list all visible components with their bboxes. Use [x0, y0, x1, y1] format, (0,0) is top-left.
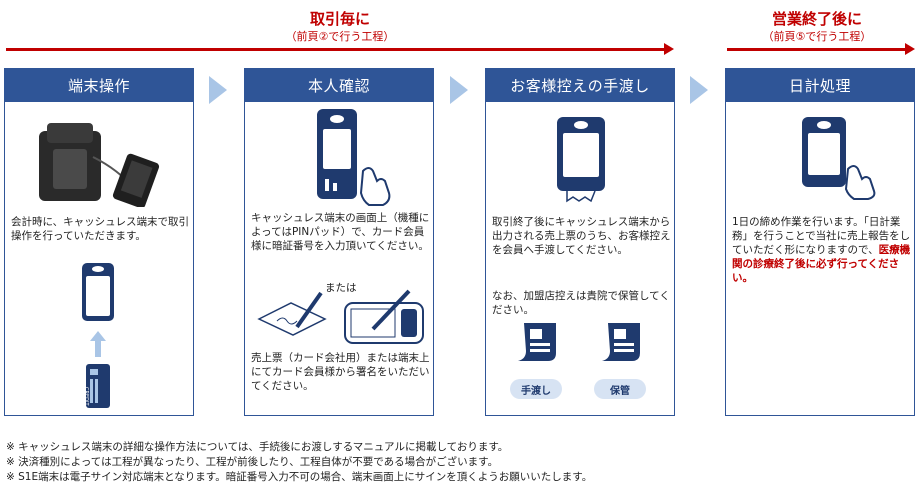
panel-description-signature: 売上票（カード会社用）または端末上にてカード会員様から署名をいただいてください。: [251, 352, 430, 392]
panel-description-merchant-copy: なお、加盟店控えは貴院で保管してください。: [492, 290, 670, 316]
pin-entry-terminal-icon: [317, 109, 391, 206]
panel-title: 本人確認: [245, 69, 433, 102]
header-right-arrow: [727, 48, 907, 51]
header-left-arrow: [6, 48, 666, 51]
settlement-warning: 医療機関の診療終了後に必ず行ってください。: [732, 244, 911, 284]
arrow-up-icon: [90, 331, 106, 357]
settlement-text: 1日の締め作業を行います。「日計業務」を行うことで当社に売上報告をしていただく形…: [732, 216, 911, 256]
header-right-arrowhead: [905, 43, 915, 55]
footnote-1: ※ キャッシュレス端末の詳細な操作方法については、手続後にお渡しするマニュアルに…: [6, 441, 509, 453]
terminal-printing-receipt-icon: [557, 117, 605, 203]
footnote-3: ※ S1E端末は電子サイン対応端末となります。暗証番号入力不可の場合、端末画面上…: [6, 471, 593, 483]
signature-on-terminal-icon: [344, 289, 424, 344]
panel-description: 会計時に、キャッシュレス端末で取引操作を行っていただきます。: [11, 216, 189, 242]
panel-daily-settlement: 日計処理 1日の締め作業を行います。「日計業務」を行うことで当社に売上報告をして…: [725, 68, 915, 416]
header-left-arrowhead: [664, 43, 674, 55]
credit-card-label: CREDIT: [83, 387, 89, 406]
panel-terminal-operation: 端末操作 会計時に、キャッシュレス端末で取引操作を行っていただきます。 CRED…: [4, 68, 194, 416]
panel-title: 端末操作: [5, 69, 193, 102]
panel-title: 日計処理: [726, 69, 914, 102]
pill-keep: 保管: [594, 379, 646, 399]
or-label: または: [325, 282, 357, 294]
panel-title: お客様控えの手渡し: [486, 69, 674, 102]
terminal-with-printer-icon: [39, 123, 160, 207]
panel-description-settlement: 1日の締め作業を行います。「日計業務」を行うことで当社に売上報告をしていただく形…: [732, 215, 912, 285]
credit-card-icon: [86, 364, 110, 408]
step-chevron-3: [690, 76, 708, 104]
header-left-title: 取引毎に: [309, 10, 370, 28]
terminal-tap-icon: [802, 117, 876, 200]
panel-description-pin: キャッシュレス端末の画面上（機種によってはPINパッド）で、カード会員様に暗証番…: [251, 212, 430, 252]
footnotes: ※ キャッシュレス端末の詳細な操作方法については、手続後にお渡しするマニュアルに…: [6, 440, 592, 485]
step-chevron-1: [209, 76, 227, 104]
footnote-2: ※ 決済種別によっては工程が異なったり、工程が前後したり、工程自体が不要である場…: [6, 456, 499, 468]
receipt-handover-icon: [518, 323, 556, 361]
header-right-title: 営業終了後に: [771, 10, 862, 28]
receipt-keep-icon: [602, 323, 640, 361]
header-right-subtitle: （前頁⑤で行う工程）: [762, 30, 872, 43]
pill-hand-over: 手渡し: [510, 379, 562, 399]
step-chevron-2: [450, 76, 468, 104]
panel-customer-receipt-handover: お客様控えの手渡し 取引終了後にキャッシュレス端末から出力される売上票のうち、お…: [485, 68, 675, 416]
panel-identity-verification: 本人確認 キャッシュレス端末の画面上（機種によってはPINパッド）で、カード会員…: [244, 68, 434, 416]
signature-on-paper-icon: [257, 291, 327, 336]
header-left-subtitle: （前頁②で行う工程）: [285, 30, 395, 43]
terminal-screen-icon: [82, 263, 114, 321]
panel-description-handover: 取引終了後にキャッシュレス端末から出力される売上票のうち、お客様控えを会員へ手渡…: [492, 216, 671, 256]
